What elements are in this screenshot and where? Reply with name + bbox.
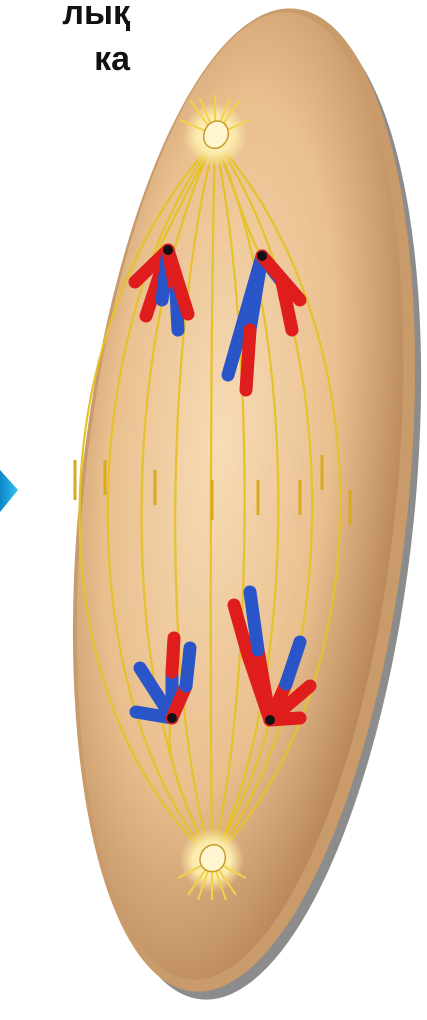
chromatid: [186, 648, 190, 686]
centromere: [163, 245, 173, 255]
centromere: [167, 713, 177, 723]
chromatid: [246, 330, 250, 390]
centromere: [257, 251, 267, 261]
right-pointing-arrow-icon: [0, 470, 18, 512]
centromere: [265, 715, 275, 725]
chromatid: [250, 592, 258, 650]
chromatid: [172, 638, 174, 672]
